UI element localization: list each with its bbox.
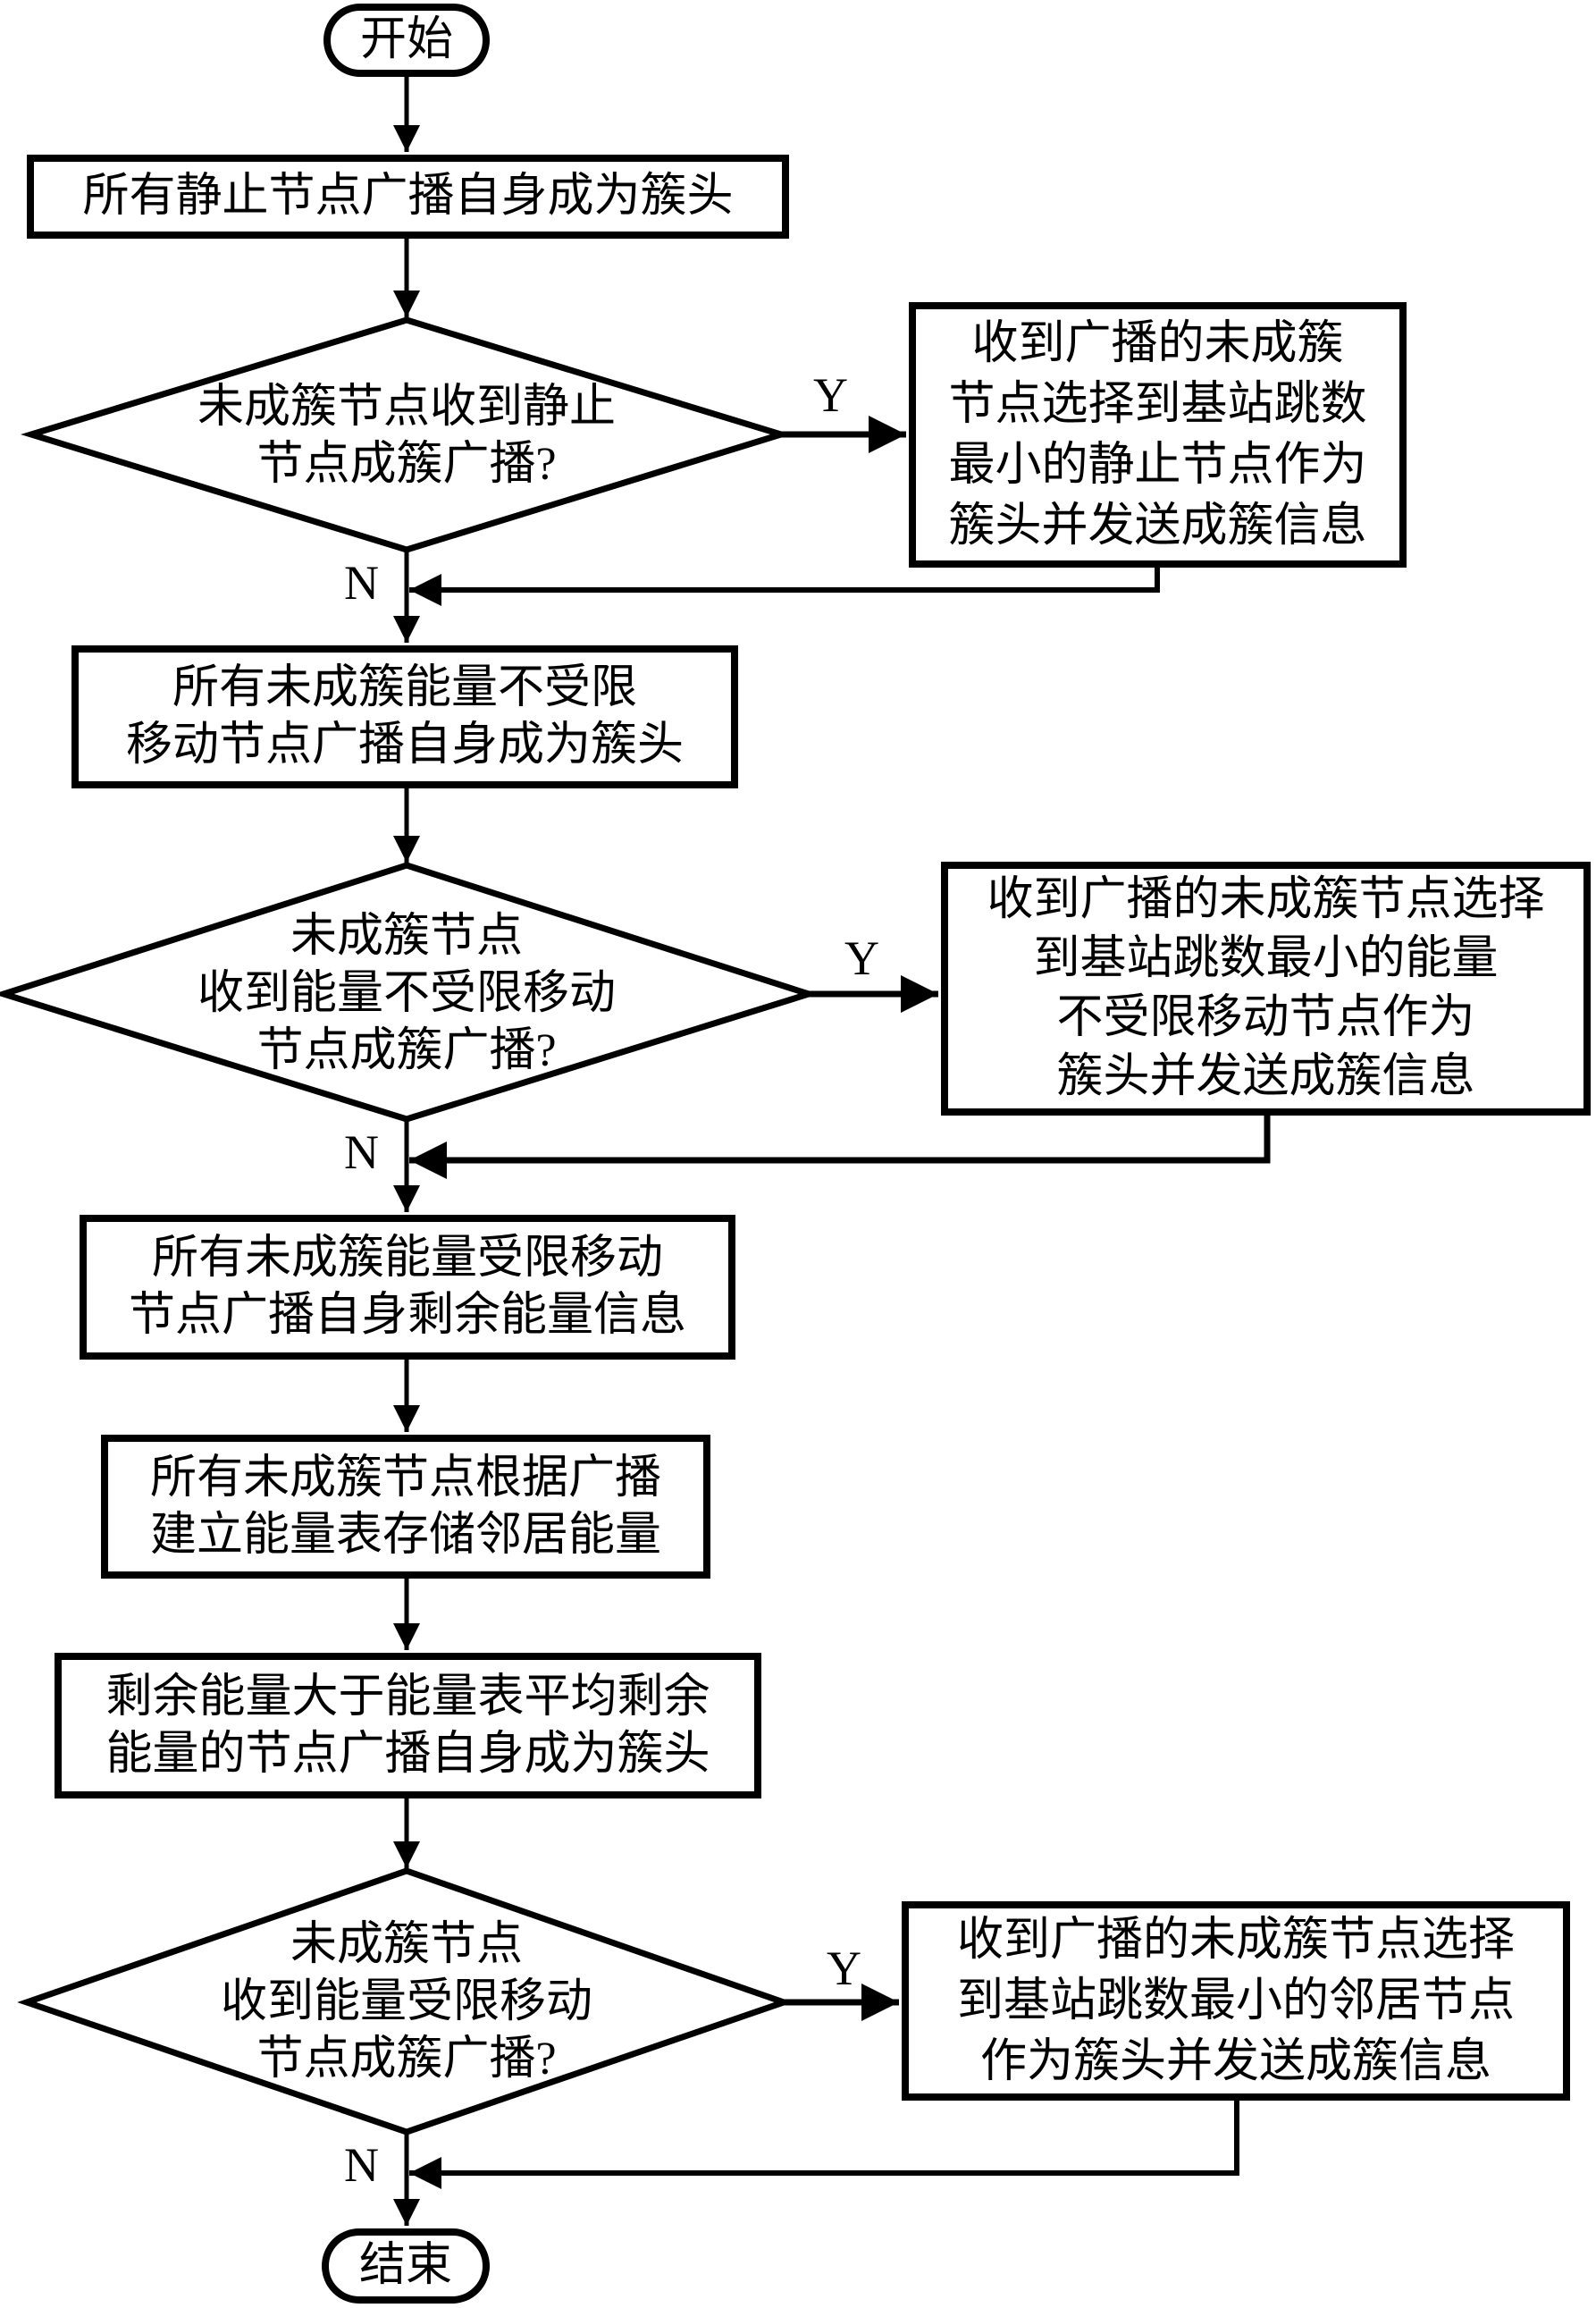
return-line-3 bbox=[409, 2101, 1239, 2189]
return-line-1 bbox=[409, 568, 1160, 606]
decision1-yes-label: Y bbox=[813, 368, 848, 422]
process-step-2: 所有未成簇能量不受限 移动节点广播自身成为簇头 bbox=[71, 645, 738, 788]
decision2-line-1: 未成簇节点 bbox=[290, 911, 523, 962]
decision1-line-2: 节点成簇广播? bbox=[256, 438, 557, 490]
action2-line-3: 不受限移动节点作为 bbox=[1056, 992, 1475, 1043]
step4-line-2: 建立能量表存储邻居能量 bbox=[149, 1509, 661, 1561]
end-terminal: 结束 bbox=[322, 2228, 490, 2304]
process-step-3: 所有未成簇能量受限移动 节点广播自身剩余能量信息 bbox=[80, 1215, 735, 1360]
decision-2-text: 未成簇节点 收到能量不受限移动 节点成簇广播? bbox=[143, 905, 670, 1083]
process-step-4: 所有未成簇节点根据广播 建立能量表存储邻居能量 bbox=[101, 1435, 710, 1579]
action3-line-1: 收到广播的未成簇节点选择 bbox=[956, 1914, 1515, 1966]
yes-action-2: 收到广播的未成簇节点选择 到基站跳数最小的能量 不受限移动节点作为 簇头并发送成… bbox=[941, 862, 1591, 1116]
action2-line-1: 收到广播的未成簇节点选择 bbox=[987, 874, 1545, 925]
action1-line-2: 节点选择到基站跳数 bbox=[948, 378, 1367, 430]
decision-1-text: 未成簇节点收到静止 节点成簇广播? bbox=[143, 375, 670, 496]
start-label: 开始 bbox=[359, 14, 453, 65]
action3-line-2: 到基站跳数最小的邻居节点 bbox=[956, 1975, 1515, 2026]
action2-line-4: 簇头并发送成簇信息 bbox=[1056, 1051, 1475, 1102]
step5-line-2: 能量的节点广播自身成为簇头 bbox=[105, 1728, 710, 1780]
decision3-yes-label: Y bbox=[827, 1942, 861, 1995]
start-terminal: 开始 bbox=[323, 4, 490, 77]
decision-3-text: 未成簇节点 收到能量受限移动 节点成簇广播? bbox=[143, 1913, 670, 2092]
process-step-1: 所有静止节点广播自身成为簇头 bbox=[27, 155, 789, 239]
step2-line-1: 所有未成簇能量不受限 bbox=[172, 662, 637, 713]
yes-action-1: 收到广播的未成簇 节点选择到基站跳数 最小的静止节点作为 簇头并发送成簇信息 bbox=[909, 302, 1407, 568]
decision3-line-2: 收到能量受限移动 bbox=[220, 1976, 592, 2027]
decision2-no-label: N bbox=[344, 1125, 379, 1179]
action3-line-3: 作为簇头并发送成簇信息 bbox=[979, 2035, 1491, 2087]
decision3-line-3: 节点成簇广播? bbox=[256, 2034, 557, 2085]
process-step-5: 剩余能量大于能量表平均剩余 能量的节点广播自身成为簇头 bbox=[55, 1653, 761, 1798]
yes-action-3: 收到广播的未成簇节点选择 到基站跳数最小的邻居节点 作为簇头并发送成簇信息 bbox=[902, 1901, 1570, 2101]
decision2-line-3: 节点成簇广播? bbox=[256, 1025, 557, 1076]
step4-line-1: 所有未成簇节点根据广播 bbox=[149, 1452, 661, 1504]
action1-line-1: 收到广播的未成簇 bbox=[971, 317, 1344, 369]
action1-line-3: 最小的静止节点作为 bbox=[948, 439, 1367, 491]
decision1-line-1: 未成簇节点收到静止 bbox=[197, 381, 616, 433]
action2-line-2: 到基站跳数最小的能量 bbox=[1033, 933, 1499, 984]
step3-line-1: 所有未成簇能量受限移动 bbox=[151, 1233, 663, 1284]
decision1-no-label: N bbox=[344, 556, 379, 610]
step3-line-2: 节点广播自身剩余能量信息 bbox=[128, 1290, 686, 1341]
return-line-2 bbox=[409, 1116, 1271, 1179]
action1-line-4: 簇头并发送成簇信息 bbox=[948, 500, 1367, 552]
end-label: 结束 bbox=[358, 2240, 452, 2291]
decision3-no-label: N bbox=[344, 2138, 379, 2192]
decision2-line-2: 收到能量不受限移动 bbox=[197, 968, 616, 1019]
step1-line-1: 所有静止节点广播自身成为簇头 bbox=[82, 171, 734, 222]
decision2-yes-label: Y bbox=[844, 931, 879, 985]
step2-line-2: 移动节点广播自身成为簇头 bbox=[125, 720, 684, 771]
step5-line-1: 剩余能量大于能量表平均剩余 bbox=[105, 1671, 710, 1723]
decision3-line-1: 未成簇节点 bbox=[290, 1919, 523, 1970]
